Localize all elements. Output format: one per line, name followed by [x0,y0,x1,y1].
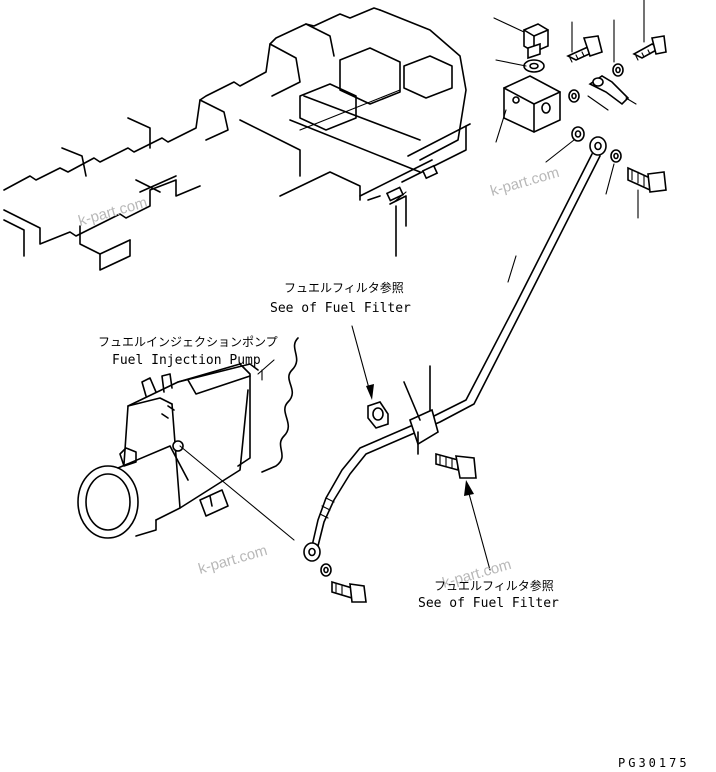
pipe-clamp [403,365,439,455]
bolt-with-washer [566,35,603,63]
eye-bolt-right [627,166,667,193]
leader-lines-top [393,0,645,219]
injection-pump [77,337,299,539]
washer-top [523,59,545,73]
label-fuel-filter-bottom-en: See of Fuel Filter [418,596,559,611]
pump-leader-lines [179,359,295,541]
engine-block [3,7,471,271]
fuel-pipe [303,153,601,562]
watermark-2: k-part.com [488,164,561,200]
arrow-fuel-filter-bottom [464,480,491,571]
label-injection-pump-en: Fuel Injection Pump [112,353,261,368]
mount-block [503,75,561,133]
washer-left-pipe [571,126,585,142]
eye-bolt-top-right [632,35,667,61]
drawing-code: PG30175 [618,756,690,770]
bottom-washer [320,563,332,577]
label-injection-pump-ja: フュエルインジェクションポンプ [98,335,278,349]
label-fuel-filter-top-en: See of Fuel Filter [270,301,411,316]
washer-mid [568,89,580,103]
top-bolt-hex [523,23,549,60]
watermark-3: k-part.com [196,542,269,578]
spacer-collar [367,401,389,429]
bottom-bolt [331,580,367,603]
eye-terminal [588,75,630,106]
watermark-1: k-part.com [76,194,149,230]
label-fuel-filter-top-ja: フュエルフィルタ参照 [284,280,404,295]
label-fuel-filter-bottom-ja: フュエルフィルタ参照 [434,578,554,593]
arrow-fuel-filter-top [351,325,374,400]
small-washer-right [612,63,624,77]
clamp-bolt [435,452,477,479]
washer-right-pipe [610,149,622,163]
pipe-eye-top [589,136,607,156]
